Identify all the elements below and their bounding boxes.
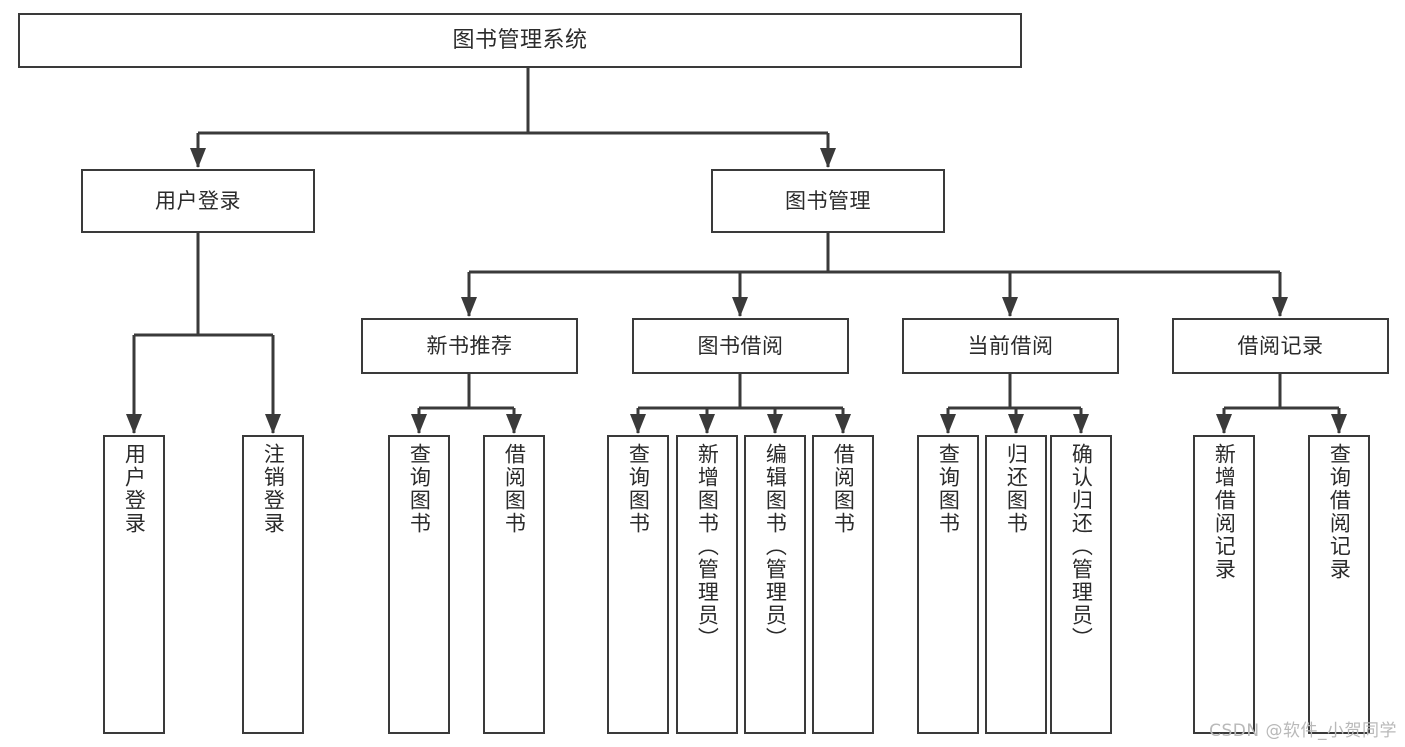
arrow-head-icon [1002,297,1018,317]
node-label: 当前借阅 [967,333,1054,358]
arrow-head-icon [767,414,783,434]
arrow-head-icon [126,414,142,434]
node-label: 编辑图书（管理员） [763,443,788,650]
arrow-head-icon [190,148,206,168]
node-l2[interactable]: 注销登录 [242,435,304,734]
node-records[interactable]: 借阅记录 [1172,318,1389,374]
node-root[interactable]: 图书管理系统 [18,13,1022,68]
node-l5[interactable]: 查询图书 [607,435,669,734]
arrow-head-icon [1331,414,1347,434]
node-l6[interactable]: 新增图书（管理员） [676,435,738,734]
arrow-head-icon [630,414,646,434]
arrow-head-icon [1008,414,1024,434]
node-label: 查询图书 [407,443,432,535]
node-l3[interactable]: 查询图书 [388,435,450,734]
node-l13[interactable]: 查询借阅记录 [1308,435,1370,734]
node-login[interactable]: 用户登录 [81,169,315,233]
arrow-head-icon [835,414,851,434]
node-label: 新增借阅记录 [1212,443,1237,581]
node-label: 用户登录 [122,443,147,535]
edges-layer [126,68,1347,434]
arrow-head-icon [1216,414,1232,434]
node-label: 注销登录 [261,443,286,535]
node-label: 图书管理系统 [452,27,588,53]
arrow-head-icon [1272,297,1288,317]
node-l9[interactable]: 查询图书 [917,435,979,734]
arrow-head-icon [940,414,956,434]
node-current[interactable]: 当前借阅 [902,318,1119,374]
arrow-head-icon [411,414,427,434]
node-label: 借阅记录 [1237,333,1324,358]
arrow-head-icon [699,414,715,434]
node-label: 查询图书 [626,443,651,535]
arrow-head-icon [732,297,748,317]
node-label: 查询借阅记录 [1327,443,1352,581]
arrow-head-icon [1073,414,1089,434]
node-label: 借阅图书 [502,443,527,535]
node-newrec[interactable]: 新书推荐 [361,318,578,374]
node-l1[interactable]: 用户登录 [103,435,165,734]
node-bookmgmt[interactable]: 图书管理 [711,169,945,233]
arrow-head-icon [820,148,836,168]
node-l4[interactable]: 借阅图书 [483,435,545,734]
arrow-head-icon [265,414,281,434]
node-l8[interactable]: 借阅图书 [812,435,874,734]
node-label: 归还图书 [1004,443,1029,535]
node-l12[interactable]: 新增借阅记录 [1193,435,1255,734]
node-label: 确认归还（管理员） [1069,443,1094,650]
node-label: 用户登录 [155,188,241,213]
node-l11[interactable]: 确认归还（管理员） [1050,435,1112,734]
node-label: 新书推荐 [426,333,513,358]
arrow-head-icon [461,297,477,317]
node-label: 借阅图书 [831,443,856,535]
node-label: 查询图书 [936,443,961,535]
node-l10[interactable]: 归还图书 [985,435,1047,734]
arrow-head-icon [506,414,522,434]
node-l7[interactable]: 编辑图书（管理员） [744,435,806,734]
node-label: 图书管理 [785,188,871,213]
node-label: 图书借阅 [697,333,784,358]
node-label: 新增图书（管理员） [695,443,720,650]
node-borrow[interactable]: 图书借阅 [632,318,849,374]
